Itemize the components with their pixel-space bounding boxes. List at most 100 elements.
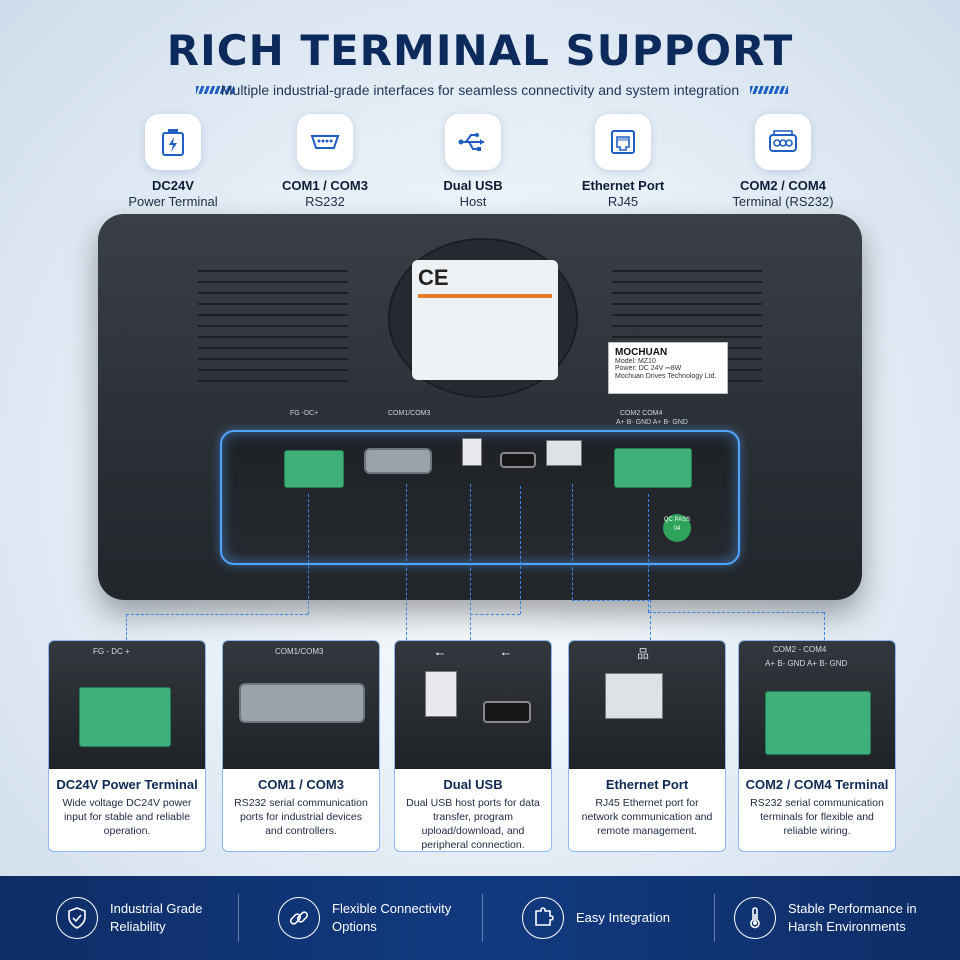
card-com13: COM1/COM3 COM1 / COM3 RS232 serial commu… (222, 640, 380, 852)
connector-line (648, 494, 649, 612)
link-icon (278, 897, 320, 939)
usb-icon: ⭪ (501, 647, 511, 661)
decor-stripes-right (750, 86, 788, 94)
card-desc: Dual USB host ports for data transfer, p… (406, 797, 540, 851)
footer-item: Flexible Connectivity Options (278, 876, 452, 960)
footer-text: Industrial Grade Reliability (110, 901, 203, 934)
card-photo: ⭪ ⭪ (395, 641, 551, 769)
com13-db9-port[interactable] (364, 448, 432, 474)
model-line: Mochuan Drives Technology Ltd. (615, 373, 717, 380)
page-subtitle: Multiple industrial-grade interfaces for… (220, 82, 740, 98)
port-label-com13: COM1/COM3 (388, 410, 431, 417)
shield-check-icon (56, 897, 98, 939)
feature-sub: RS232 (305, 194, 345, 209)
feature-sub: Terminal (RS232) (732, 194, 834, 209)
card-usb: ⭪ ⭪ Dual USB Dual USB host ports for dat… (394, 640, 552, 852)
model-line: Power: DC 24V ⎓8W (615, 365, 682, 372)
card-title: COM2 / COM4 Terminal (745, 777, 889, 792)
card-ethernet: 品 Ethernet Port RJ45 Ethernet port for n… (568, 640, 726, 852)
feature-usb: Dual USB Host (398, 114, 548, 209)
connector-line (126, 614, 308, 615)
footer-item: Stable Performance in Harsh Environments (734, 876, 928, 960)
qc-pass-badge: QC PASS 04 (663, 514, 691, 542)
card-photo: COM2 - COM4 A+ B- GND A+ B- GND (739, 641, 895, 769)
card-title: COM1 / COM3 (258, 777, 344, 792)
hmi-device-back: CE MOCHUAN Model: MZ10 Power: DC 24V ⎓8W… (98, 214, 862, 600)
port-label-com24: COM2 COM4 (620, 410, 663, 417)
feature-sub: RJ45 (607, 194, 639, 209)
footer-item: Easy Integration (522, 876, 696, 960)
card-photo-label: A+ B- GND A+ B- GND (765, 659, 848, 668)
card-photo-label: COM1/COM3 (275, 647, 324, 656)
ce-mark: CE (418, 265, 449, 290)
card-photo: 品 (569, 641, 725, 769)
feature-title: COM2 / COM4 (740, 178, 826, 193)
feature-title: Dual USB (443, 178, 503, 193)
usb-port-2-closeup (483, 701, 531, 723)
connector-line (572, 484, 573, 600)
usb-port-2[interactable] (500, 452, 536, 468)
card-desc: RJ45 Ethernet port for network communica… (581, 797, 713, 837)
card-com24: COM2 - COM4 A+ B- GND A+ B- GND COM2 / C… (738, 640, 896, 852)
model-brand: MOCHUAN (615, 347, 668, 358)
card-desc: Wide voltage DC24V power input for stabl… (62, 797, 192, 837)
card-photo: FG - DC + (49, 641, 205, 769)
ethernet-icon (595, 114, 651, 170)
card-desc: RS232 serial communication ports for ind… (234, 797, 368, 837)
feature-sub: Host (459, 194, 487, 209)
card-dc24v: FG - DC + DC24V Power Terminal Wide volt… (48, 640, 206, 852)
connector-line (308, 494, 309, 614)
model-line: Model: MZ10 (615, 358, 656, 365)
spec-label-recess: CE (388, 238, 578, 398)
footer-text: Flexible Connectivity Options (332, 901, 452, 934)
card-photo-label: COM2 - COM4 (773, 645, 827, 654)
feature-title: COM1 / COM3 (282, 178, 368, 193)
page-title: RICH TERMINAL SUPPORT (166, 26, 794, 75)
footer-divider (482, 894, 483, 942)
connector-line (572, 600, 650, 601)
port-recess (220, 430, 740, 565)
feature-title: DC24V (152, 178, 194, 193)
connector-line (650, 600, 651, 640)
card-desc: RS232 serial communication terminals for… (750, 797, 884, 837)
connector-line (126, 614, 127, 640)
connector-line (824, 612, 825, 640)
com24-terminal-closeup (765, 691, 871, 755)
footer-text: Easy Integration (576, 910, 670, 925)
usb-icon (445, 114, 501, 170)
card-photo: COM1/COM3 (223, 641, 379, 769)
serial-port-icon (297, 114, 353, 170)
port-label-fg: FG -DC+ (290, 410, 319, 417)
connector-line (520, 486, 521, 614)
footer-divider (714, 894, 715, 942)
puzzle-icon (522, 897, 564, 939)
connector-line (470, 614, 520, 615)
usb-a-port[interactable] (462, 438, 482, 466)
rj45-port[interactable] (546, 440, 582, 466)
footer-bar: Industrial Grade Reliability Flexible Co… (0, 876, 960, 960)
footer-text: Stable Performance in Harsh Environments (788, 901, 917, 934)
feature-title: Ethernet Port (581, 178, 665, 193)
footer-item: Industrial Grade Reliability (56, 876, 230, 960)
usb-icon: ⭪ (435, 647, 445, 661)
terminal-block-icon (755, 114, 811, 170)
dc24v-terminal[interactable] (284, 450, 344, 488)
decor-stripes-left (196, 86, 234, 94)
rj45-closeup (605, 673, 663, 719)
model-label: MOCHUAN Model: MZ10 Power: DC 24V ⎓8W Mo… (608, 342, 728, 394)
connector-line (470, 484, 471, 640)
card-title: DC24V Power Terminal (56, 777, 198, 792)
com24-terminal[interactable] (614, 448, 692, 488)
feature-sub: Power Terminal (128, 194, 218, 209)
dc24v-terminal-closeup (79, 687, 171, 747)
sticker-bar (418, 294, 552, 298)
vent-slots-left (198, 270, 348, 390)
feature-dc24v: DC24V Power Terminal (98, 114, 248, 209)
usb-a-closeup (425, 671, 457, 717)
footer-divider (238, 894, 239, 942)
connector-line (648, 612, 824, 613)
battery-icon (145, 114, 201, 170)
feature-com13: COM1 / COM3 RS232 (250, 114, 400, 209)
port-label-com24-pins: A+ B- GND A+ B- GND (616, 419, 688, 426)
network-icon: 品 (637, 647, 650, 661)
